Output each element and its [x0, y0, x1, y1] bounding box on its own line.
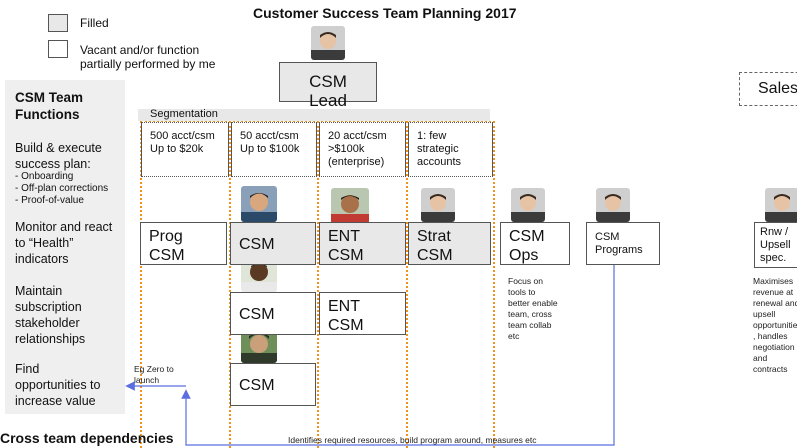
programs-avatar	[596, 188, 630, 222]
segment-enterprise: 20 acct/csm >$100k (enterprise)	[319, 122, 406, 177]
column-divider	[229, 121, 231, 448]
column-divider	[317, 121, 319, 448]
csm-functions-panel	[5, 80, 125, 414]
csm-box-1: CSM	[230, 222, 316, 265]
function-increase-value: Find opportunities to increase value	[15, 362, 101, 408]
rnw-avatar	[765, 188, 797, 222]
ent-a-avatar	[331, 188, 369, 224]
segmentation-band	[138, 109, 490, 121]
csm-lead-box: CSM Lead	[279, 62, 377, 110]
ent-csm-box-2: ENT CSM	[319, 292, 406, 335]
segment-mid: 50 acct/csm Up to $100k	[231, 122, 317, 177]
person-photo-icon	[765, 188, 797, 222]
column-divider	[493, 121, 495, 448]
person-photo-icon	[511, 188, 545, 222]
segment-top-border	[140, 121, 495, 123]
csm-a-avatar	[241, 186, 277, 222]
segmentation-label: Segmentation	[150, 108, 218, 120]
person-photo-icon	[421, 188, 455, 222]
legend-vacant-swatch	[48, 40, 68, 58]
column-divider	[140, 121, 142, 448]
sales-box: Sales	[739, 72, 797, 106]
legend-filled-swatch	[48, 14, 68, 32]
person-photo-icon	[241, 186, 277, 222]
legend-filled-label: Filled	[80, 16, 109, 30]
zero-to-launch-note: Eg Zero to launch	[134, 364, 174, 385]
function-success-plan: Build & execute success plan:	[15, 141, 102, 171]
person-photo-icon	[596, 188, 630, 222]
functions-heading: CSM Team Functions	[15, 90, 84, 122]
csm-box-2: CSM	[230, 292, 316, 335]
identifies-resources-note: Identifies required resources, build pro…	[288, 435, 537, 445]
csm-ops-box: CSM Ops	[500, 222, 570, 265]
strat-avatar	[421, 188, 455, 222]
function-success-plan-bullets: - Onboarding - Off-plan corrections - Pr…	[15, 171, 109, 206]
rnw-upsell-box: Rnw / Upsell spec.	[754, 222, 797, 268]
segment-strategic: 1: few strategic accounts	[408, 122, 493, 177]
rnw-description: Maximises revenue at renewal and upsell …	[753, 276, 797, 374]
csm-programs-box: CSM Programs	[586, 222, 660, 265]
cross-team-dependencies-label: Cross team dependencies	[0, 430, 174, 446]
function-monitor-health: Monitor and react to “Health” indicators	[15, 220, 113, 266]
person-photo-icon	[311, 26, 345, 60]
person-photo-icon	[331, 188, 369, 224]
strat-csm-box: Strat CSM	[408, 222, 491, 265]
function-maintain-relationships: Maintain subscription stakeholder relati…	[15, 284, 86, 346]
legend-vacant-label: Vacant and/or function partially perform…	[80, 43, 216, 71]
prog-csm-box: Prog CSM	[140, 222, 227, 265]
segment-small: 500 acct/csm Up to $20k	[141, 122, 229, 177]
lead-avatar	[311, 26, 345, 60]
page-title: Customer Success Team Planning 2017	[253, 5, 517, 21]
ops-description: Focus on tools to better enable team, cr…	[508, 276, 558, 341]
csm-box-3: CSM	[230, 363, 316, 406]
column-divider	[406, 121, 408, 448]
ent-csm-box-1: ENT CSM	[319, 222, 406, 265]
ops-avatar	[511, 188, 545, 222]
